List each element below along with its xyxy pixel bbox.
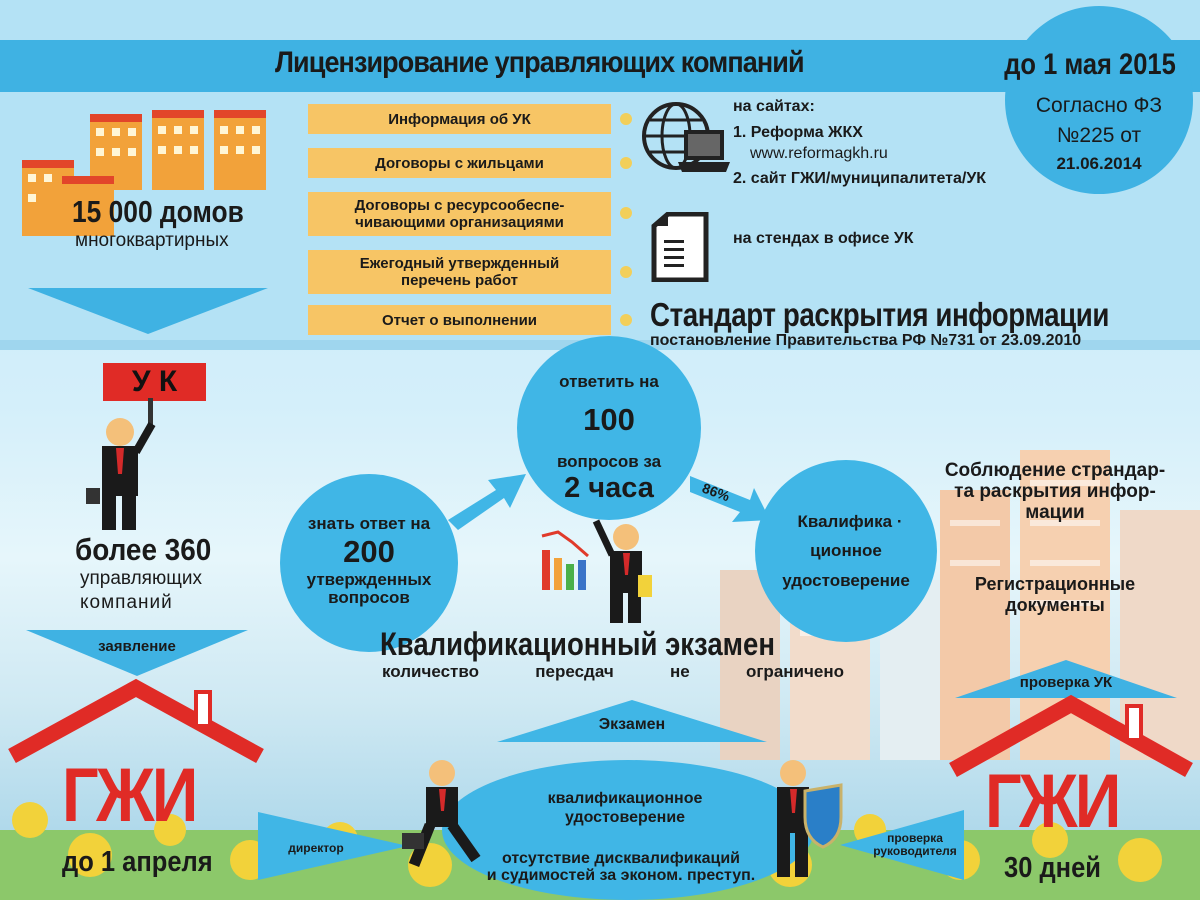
- compliance-line: Соблюдение страндар-: [944, 460, 1166, 481]
- license-deadline: до 1 мая 2015: [1004, 48, 1176, 81]
- info-item-resource-contracts: Договоры с ресурсообеспе- чивающими орга…: [308, 192, 611, 236]
- exam-title: Квалификационный экзамен: [380, 626, 775, 662]
- check-uk-label: проверка УК: [1019, 674, 1113, 691]
- know-line-1: знать ответ на: [307, 514, 431, 533]
- cert-line-1: Квалифика ·: [797, 512, 903, 531]
- disq-line-2: и судимостей за эконом. преступ.: [486, 867, 756, 884]
- deadline-right: 30 дней: [1004, 852, 1101, 884]
- arrow-up-exam: [497, 700, 767, 742]
- sites-item-gzhi: 2. сайт ГЖИ/муниципалитета/УК: [733, 170, 987, 187]
- know-number: 200: [343, 534, 395, 569]
- arrow-down-right: [690, 476, 770, 522]
- registration-line: документы: [1005, 595, 1105, 615]
- houses-subtitle: многоквартирных: [75, 230, 229, 251]
- businessman-pointing-icon: [592, 519, 652, 623]
- info-item-label: Договоры с ресурсообеспе-: [354, 197, 565, 214]
- arrow-down-houses: [28, 288, 268, 334]
- application-label: заявление: [98, 638, 176, 655]
- reform-url-link[interactable]: www.reformagkh.ru: [750, 145, 888, 162]
- arrow-right-director: [258, 812, 408, 880]
- certificate-circle: [755, 460, 937, 642]
- answer-line-2: вопросов за: [556, 452, 662, 471]
- answer-time: 2 часа: [564, 472, 654, 504]
- arrow-left-check-head: [840, 810, 964, 880]
- know-line-2: утвержденных: [306, 570, 432, 589]
- arrow-up-right: [448, 474, 526, 530]
- gzhi-right: ГЖИ: [985, 759, 1121, 844]
- registration-line: Регистрационные: [974, 574, 1136, 594]
- businessman-with-sign-icon: [86, 398, 156, 530]
- law-circle: [1005, 6, 1193, 194]
- exam-sub-word: пересдач: [535, 662, 614, 681]
- uk-subtitle-2: компаний: [80, 592, 173, 613]
- check-head-line-2: руководителя: [873, 844, 957, 858]
- bullet-dot: [620, 266, 632, 278]
- uk-count: более 360: [75, 532, 212, 567]
- document-icon: [651, 212, 709, 282]
- info-item-report: Отчет о выполнении: [308, 305, 611, 335]
- uk-sign: У К: [103, 363, 206, 401]
- exam-subtitle: количество пересдач не ограничено: [382, 662, 844, 682]
- bullet-dot: [620, 314, 632, 326]
- exam-sub-word: количество: [382, 662, 479, 681]
- info-item-label: Отчет о выполнении: [381, 311, 538, 329]
- title-bar: [0, 40, 1200, 92]
- info-item-label: перечень работ: [401, 272, 518, 289]
- exam-sub-word: ограничено: [745, 662, 844, 681]
- sites-item-reform: 1. Реформа ЖКХ: [733, 124, 863, 141]
- answer-questions-circle: [517, 336, 701, 520]
- info-item-annual-works: Ежегодный утвержденный перечень работ: [308, 250, 611, 294]
- standard-title: Стандарт раскрытия информации: [650, 296, 1110, 333]
- bullet-dot: [620, 157, 632, 169]
- bottom-cert-line-2: удостоверение: [564, 809, 686, 826]
- exam-label: Экзамен: [598, 716, 666, 733]
- compliance-line: та раскрытия инфор-: [954, 481, 1156, 502]
- bullet-dot: [620, 207, 632, 219]
- director-label: директор: [288, 841, 344, 855]
- standard-subtitle: постановление Правительства РФ №731 от 2…: [650, 332, 1082, 349]
- deadline-left: до 1 апреля: [62, 846, 213, 878]
- arrow-up-check: [955, 660, 1177, 698]
- info-item-label: Информация об УК: [388, 110, 531, 128]
- disq-line-1: отсутствие дисквалификаций: [501, 850, 741, 867]
- info-item-label: Ежегодный утвержденный: [359, 255, 560, 272]
- gzhi-left: ГЖИ: [62, 753, 198, 838]
- registration-text: Регистрационные документы: [945, 574, 1165, 616]
- house-roof-right-icon: [949, 694, 1193, 777]
- info-item-resident-contracts: Договоры с жильцами: [308, 148, 611, 178]
- sites-heading: на сайтах:: [733, 98, 815, 115]
- info-item-company: Информация об УК: [308, 104, 611, 134]
- businessman-with-shield-icon: [777, 760, 843, 877]
- globe-laptop-icon: [642, 102, 730, 172]
- info-item-label: чивающими организациями: [355, 214, 564, 231]
- businessman-running-icon: [402, 760, 481, 868]
- arrow-down-application: [26, 630, 248, 676]
- know-line-3: вопросов: [328, 588, 410, 607]
- law-line-2: №225 от: [1056, 124, 1142, 147]
- compliance-text: Соблюдение страндар- та раскрытия инфор-…: [930, 460, 1180, 523]
- bar-chart-icon: [541, 530, 589, 590]
- know-answers-circle: [280, 474, 458, 652]
- house-roof-left-icon: [8, 678, 264, 764]
- requirements-ellipse: [442, 760, 814, 900]
- page-title: Лицензирование управляющих компаний: [275, 46, 805, 79]
- bottom-cert-line-1: квалификационное: [547, 790, 703, 807]
- law-line-1: Согласно ФЗ: [1035, 94, 1163, 117]
- apartment-buildings-icon: [22, 110, 266, 236]
- cert-line-3: удостоверение: [782, 571, 910, 590]
- answer-line-1: ответить на: [559, 372, 659, 391]
- stands-text: на стендах в офисе УК: [733, 230, 914, 247]
- compliance-line: мации: [1025, 502, 1085, 523]
- exam-sub-word: не: [669, 662, 690, 681]
- houses-count: 15 000 домов: [72, 194, 244, 229]
- uk-subtitle-1: управляющих: [80, 568, 202, 589]
- bullet-dot: [620, 113, 632, 125]
- info-item-label: Договоры с жильцами: [375, 154, 544, 172]
- cert-line-2: ционное: [810, 541, 882, 560]
- check-head-line-1: проверка: [887, 831, 943, 845]
- law-date: 21.06.2014: [1056, 154, 1142, 173]
- answer-number: 100: [583, 402, 635, 437]
